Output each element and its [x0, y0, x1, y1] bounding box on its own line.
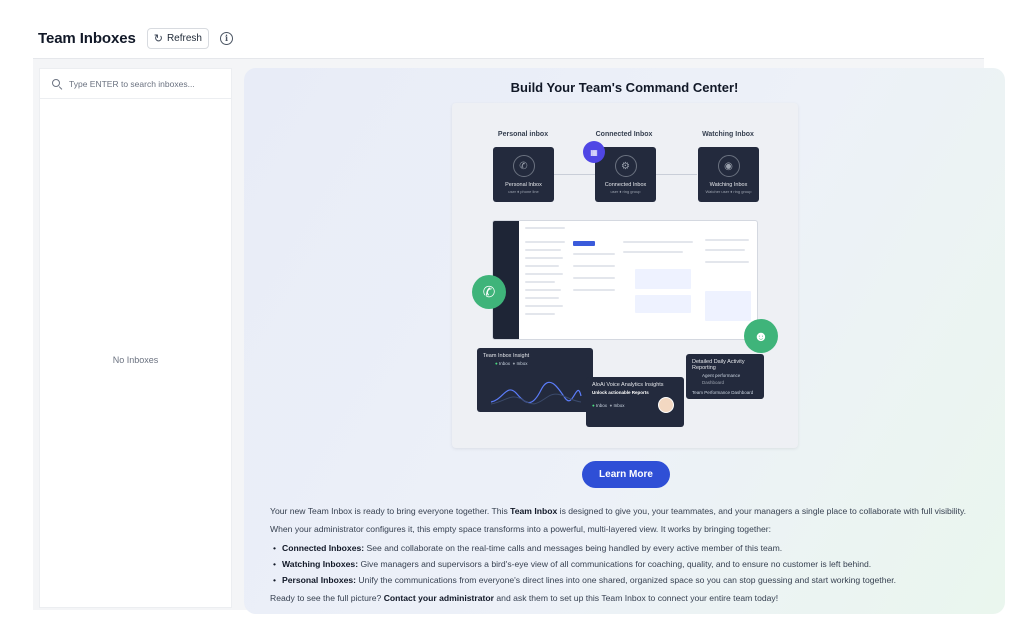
daily-activity-card: Detailed Daily Activity Reporting Agent … [686, 354, 764, 399]
learn-more-button[interactable]: Learn More [582, 461, 670, 488]
illustration-col-connected: Connected Inbox [595, 131, 653, 138]
team-inbox-insight-card: Team Inbox Insight ● Inbox ● Inbox [477, 348, 593, 412]
insight-sparkline [490, 381, 582, 405]
bullet-text: See and collaborate on the real-time cal… [364, 543, 783, 553]
user-icon: ☻ [744, 319, 778, 353]
watching-inbox-card-label: Watching Inbox [709, 182, 748, 188]
intro-1-post: is designed to give you, your teammates,… [557, 506, 966, 516]
mockup-line [525, 227, 565, 229]
app-screenshot-mockup [492, 220, 758, 340]
cta-bold: Contact your administrator [383, 593, 495, 603]
bullet-label: Personal Inboxes: [282, 575, 357, 585]
refresh-button[interactable]: ↻ Refresh [146, 27, 209, 49]
mockup-line [525, 297, 559, 299]
illustration-col-watching: Watching Inbox [702, 131, 754, 138]
cta-pre: Ready to see the full picture? [270, 593, 384, 603]
list-item: Personal Inboxes: Unify the communicatio… [273, 572, 995, 588]
watching-inbox-card: ◉ Watching Inbox Watcher user ♦ ring gro… [698, 147, 759, 202]
illustration-col-personal: Personal inbox [497, 131, 549, 138]
report-team: Team Performance Dashboard [692, 390, 754, 395]
refresh-icon: ↻ [153, 32, 163, 45]
personal-inbox-card-label: Personal Inbox [505, 182, 542, 188]
connected-inbox-card-sub: user ♦ ring group [610, 189, 641, 194]
mockup-line [525, 249, 561, 251]
phone-icon: ✆ [472, 275, 506, 309]
watching-inbox-card-sub: Watcher user ♦ ring group [705, 189, 752, 194]
mockup-line [525, 257, 563, 259]
voice-chip-b: Inbox [613, 403, 625, 408]
promo-panel: Build Your Team's Command Center! Person… [244, 68, 1005, 614]
bullet-label: Watching Inboxes: [282, 559, 359, 569]
voice-analytics-card: AloAi Voice Analytics Insights Unlock ac… [586, 377, 684, 427]
empty-inboxes-text: No Inboxes [112, 355, 159, 365]
mockup-line [623, 251, 683, 253]
promo-title: Build Your Team's Command Center! [510, 80, 739, 95]
mockup-line [635, 269, 691, 289]
eye-icon: ◉ [717, 155, 740, 177]
avatar [658, 397, 674, 413]
search-input[interactable] [69, 78, 219, 89]
promo-illustration: Personal inbox Connected Inbox Watching … [452, 103, 798, 448]
cta-post: and ask them to set up this Team Inbox t… [494, 593, 779, 603]
mockup-line [525, 313, 555, 315]
connected-inbox-card: ⚙ Connected Inbox user ♦ ring group [595, 147, 656, 202]
intro-paragraph-1: Your new Team Inbox is ready to bring ev… [270, 503, 995, 519]
mockup-line [525, 305, 563, 307]
voice-sub: Unlock actionable Reports [592, 390, 649, 395]
mockup-line [573, 265, 615, 267]
search-box [40, 69, 231, 99]
mockup-line [573, 277, 615, 279]
cta-paragraph: Ready to see the full picture? Contact y… [270, 590, 995, 606]
page-header: Team Inboxes ↻ Refresh i [38, 26, 233, 50]
connected-inbox-card-label: Connected Inbox [604, 182, 647, 188]
page-title: Team Inboxes [38, 29, 136, 47]
intro-1-pre: Your new Team Inbox is ready to bring ev… [270, 506, 511, 516]
mockup-line [573, 289, 615, 291]
intro-1-bold: Team Inbox [510, 506, 558, 516]
search-icon [52, 78, 62, 89]
content-frame: No Inboxes Build Your Team's Command Cen… [33, 58, 1005, 614]
intro-paragraph-2: When your administrator configures it, t… [270, 524, 772, 534]
mockup-line [573, 253, 615, 255]
mockup-line [573, 241, 595, 246]
inbox-sidebar: No Inboxes [39, 68, 232, 608]
info-icon[interactable]: i [219, 31, 233, 45]
insight-legend-b: Inbox [516, 361, 528, 366]
phone-slash-icon: ✆ [512, 155, 535, 177]
mockup-line [525, 273, 563, 275]
refresh-button-label: Refresh [166, 32, 202, 44]
voice-title: AloAi Voice Analytics Insights [592, 382, 664, 388]
personal-inbox-card-sub: user ♦ phone line [508, 189, 539, 194]
bullet-text: Unify the communications from everyone's… [356, 575, 897, 585]
bullet-text: Give managers and supervisors a bird's-e… [358, 559, 872, 569]
mockup-line [635, 295, 691, 313]
report-agent-sub: Dashboard [702, 380, 725, 385]
mockup-line [623, 241, 693, 243]
mockup-line [525, 281, 555, 283]
report-title: Detailed Daily Activity Reporting [692, 359, 745, 371]
mockup-line [525, 265, 559, 267]
list-item: Connected Inboxes: See and collaborate o… [273, 540, 995, 556]
mockup-line [525, 289, 561, 291]
mockup-line [525, 241, 565, 243]
promo-description: Your new Team Inbox is ready to bring ev… [270, 503, 995, 606]
network-icon: ⚙ [614, 155, 637, 177]
voice-chip-a: Inbox [595, 403, 607, 408]
mockup-line [705, 291, 751, 321]
insight-legend-a: Inbox [498, 361, 510, 366]
feature-list: Connected Inboxes: See and collaborate o… [270, 540, 995, 588]
list-item: Watching Inboxes: Give managers and supe… [273, 556, 995, 572]
mockup-line [705, 261, 749, 263]
insight-title: Team Inbox Insight [483, 353, 530, 359]
bullet-label: Connected Inboxes: [282, 543, 365, 553]
mockup-line [705, 249, 745, 251]
report-agent: Agent performance [702, 373, 741, 378]
personal-inbox-card: ✆ Personal Inbox user ♦ phone line [493, 147, 554, 202]
mockup-line [705, 239, 749, 241]
grid-icon: ▦ [583, 141, 605, 163]
